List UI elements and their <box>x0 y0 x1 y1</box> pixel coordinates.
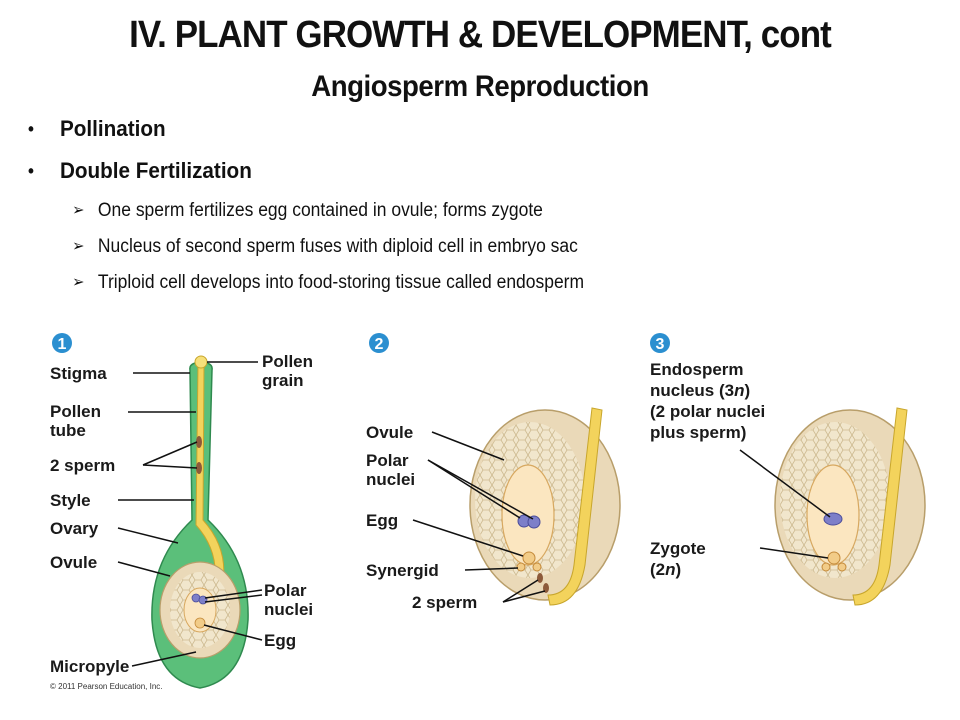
panel-3: 3 Endosperm nucleus (3n) (2 polar nuclei… <box>650 333 926 606</box>
pollen-tube-shape <box>547 407 603 606</box>
label-polar-nuclei: nuclei <box>366 470 415 489</box>
sub-bullet-text: Nucleus of second sperm fuses with diplo… <box>97 236 578 257</box>
egg-cell <box>522 551 536 565</box>
label-ovule: Ovule <box>50 553 97 572</box>
copyright-text: © 2011 Pearson Education, Inc. <box>50 682 162 691</box>
synergid-cell <box>532 562 542 572</box>
label-2-sperm: 2 sperm <box>412 593 477 612</box>
label-egg: Egg <box>366 511 398 530</box>
synergid-cell <box>821 562 831 572</box>
label-pollen-tube: tube <box>50 421 86 440</box>
label-pollen-tube: Pollen <box>50 402 101 421</box>
sub-bullet: ➢ Nucleus of second sperm fuses with dip… <box>28 232 856 268</box>
label-zygote: Zygote <box>650 539 706 558</box>
pollen-grain-shape <box>194 355 208 369</box>
label-endosperm-nucleus: Endosperm <box>650 360 744 379</box>
panel-1: 1 Stigma P <box>50 333 313 691</box>
step-number: 3 <box>656 336 665 353</box>
double-fertilization-figure: 1 Stigma P <box>50 333 926 691</box>
synergid-cell <box>516 562 526 572</box>
pollen-tube-shape <box>852 407 908 606</box>
polar-nucleus <box>527 515 541 529</box>
step-number: 1 <box>58 336 67 353</box>
bullet-list: • Pollination • Double Fertilization ➢ O… <box>28 112 928 304</box>
embryo-sac <box>501 464 555 566</box>
label-polar-nuclei: nuclei <box>264 600 313 619</box>
label-pollen-grain: Pollen <box>262 352 313 371</box>
label-endosperm-nucleus: (2 polar nuclei <box>650 402 765 421</box>
label-egg: Egg <box>264 631 296 650</box>
slide-subtitle: Angiosperm Reproduction <box>311 70 649 103</box>
slide-title: IV. PLANT GROWTH & DEVELOPMENT, cont <box>129 14 832 56</box>
label-pollen-grain: grain <box>262 371 304 390</box>
bullet-label: Pollination <box>59 116 166 141</box>
step-number: 2 <box>375 336 384 353</box>
label-synergid: Synergid <box>366 561 439 580</box>
label-endosperm-nucleus: plus sperm) <box>650 423 746 442</box>
arrow-bullet-icon: ➢ <box>72 202 85 219</box>
label-polar-nuclei: Polar <box>366 451 409 470</box>
bullet-pollination: • Pollination <box>28 112 874 154</box>
sperm-cell <box>196 462 202 474</box>
label-ovary: Ovary <box>50 519 99 538</box>
sub-bullet-text: Triploid cell develops into food-storing… <box>97 272 585 293</box>
bullet-label: Double Fertilization <box>59 158 252 183</box>
label-2-sperm: 2 sperm <box>50 456 115 475</box>
step-badge <box>52 333 72 353</box>
label-stigma: Stigma <box>50 364 107 383</box>
sub-bullet: ➢ One sperm fertilizes egg contained in … <box>28 196 856 232</box>
label-style: Style <box>50 491 91 510</box>
sub-bullet: ➢ Triploid cell develops into food-stori… <box>28 268 856 304</box>
egg-cell <box>194 617 206 629</box>
sperm-cell <box>196 436 202 448</box>
bullet-double-fertilization: • Double Fertilization <box>28 154 874 196</box>
label-endosperm-nucleus: nucleus (3n) <box>650 381 750 400</box>
step-badge <box>650 333 670 353</box>
arrow-bullet-icon: ➢ <box>72 238 85 255</box>
label-ovule: Ovule <box>366 423 413 442</box>
arrow-bullet-icon: ➢ <box>72 274 85 291</box>
bullet-dot-icon: • <box>28 119 34 139</box>
label-polar-nuclei: Polar <box>264 581 307 600</box>
bullet-dot-icon: • <box>28 161 34 181</box>
panel-2: 2 Ovule Polar nuclei Egg Synergid 2 sper… <box>366 333 621 612</box>
label-zygote: (2n) <box>650 560 681 579</box>
synergid-cell <box>837 562 847 572</box>
zygote-cell <box>827 551 841 565</box>
step-badge <box>369 333 389 353</box>
label-micropyle: Micropyle <box>50 657 129 676</box>
sperm-cell <box>537 573 543 583</box>
sub-bullet-text: One sperm fertilizes egg contained in ov… <box>97 200 543 221</box>
